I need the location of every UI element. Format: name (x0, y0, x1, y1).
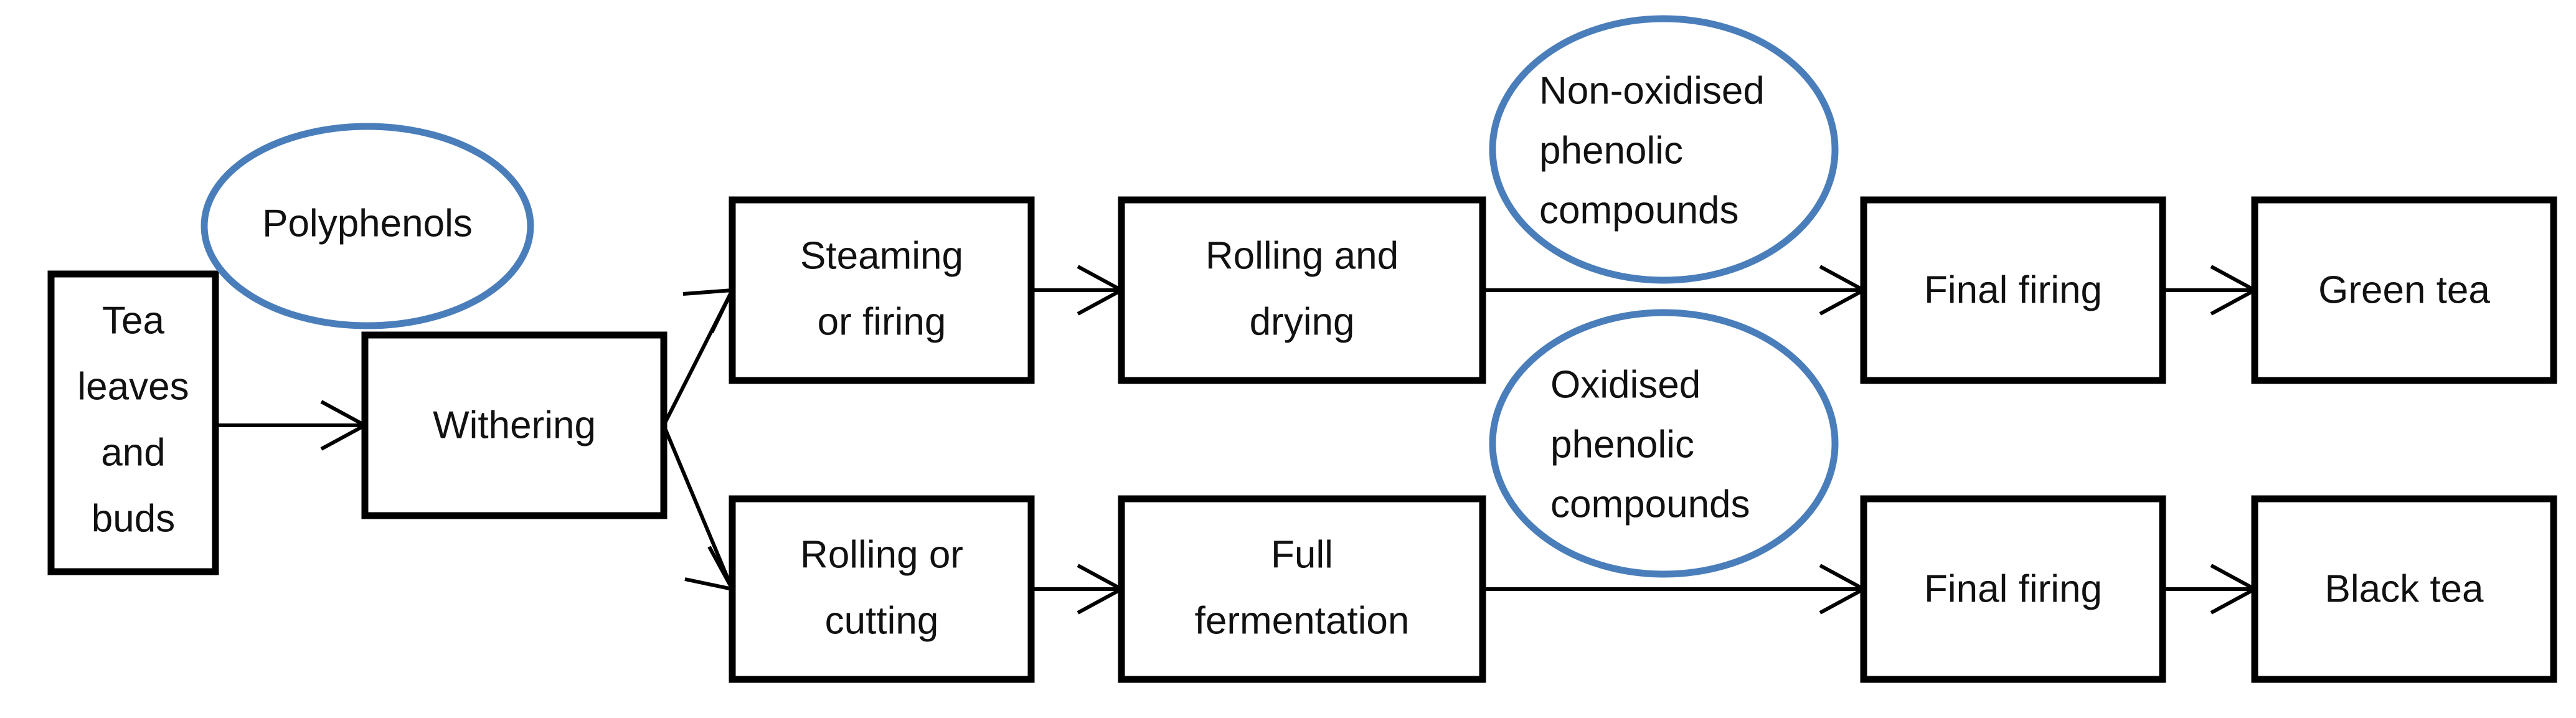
connector-final-firing-to-green-tea (2163, 265, 2259, 316)
connector-rolling-drying-to-final-firing (1483, 265, 1868, 316)
connector-final-firing-to-black-tea (2163, 564, 2259, 615)
node-rolling-and-drying[interactable]: Rolling and drying (1118, 196, 1486, 384)
node-label-line: Rolling and (1205, 234, 1399, 277)
connector-rolling-cutting-to-fermentation (1031, 564, 1126, 615)
node-label-line: and (101, 431, 165, 474)
node-final-firing-black[interactable]: Final firing (1860, 495, 2166, 683)
node-label-line: cutting (825, 599, 939, 642)
node-label-line: Non-oxidised (1539, 69, 1765, 112)
node-black-tea[interactable]: Black tea (2251, 495, 2557, 683)
node-label-line: Withering (433, 404, 596, 446)
connector-leaves-to-withering (215, 400, 369, 451)
node-steaming-or-firing[interactable]: Steaming or firing (729, 196, 1035, 384)
node-label-line: leaves (77, 365, 189, 408)
node-label-line: Final firing (1924, 268, 2102, 311)
node-label-line: phenolic (1539, 129, 1683, 172)
node-rolling-or-cutting[interactable]: Rolling or cutting (729, 495, 1035, 683)
node-label-line: buds (92, 497, 175, 540)
node-label-line: fermentation (1195, 599, 1410, 642)
node-label-line: Oxidised (1550, 363, 1701, 406)
node-label-line: Tea (102, 299, 164, 342)
node-oxidised-phenolic-compounds[interactable]: Oxidised phenolic compounds (1489, 309, 1839, 578)
node-final-firing-green[interactable]: Final firing (1860, 196, 2166, 384)
node-polyphenols[interactable]: Polyphenols (201, 123, 534, 329)
node-label-line: drying (1250, 300, 1355, 343)
node-green-tea[interactable]: Green tea (2251, 196, 2557, 384)
connector-withering-to-steaming (662, 288, 735, 427)
node-label-line: compounds (1539, 189, 1739, 232)
node-non-oxidised-phenolic-compounds[interactable]: Non-oxidised phenolic compounds (1489, 15, 1839, 284)
node-label-line: Polyphenols (262, 202, 473, 245)
node-label-line: compounds (1550, 483, 1750, 526)
node-label-line: Steaming (800, 234, 963, 277)
node-label-line: Black tea (2324, 567, 2484, 610)
connector-withering-to-rolling-cutting (662, 424, 736, 592)
node-tea-leaves-and-buds[interactable]: Tea leaves and buds (47, 270, 219, 575)
node-withering[interactable]: Withering (361, 331, 668, 519)
node-label-line: or firing (818, 300, 946, 343)
node-label-line: Rolling or (800, 533, 963, 576)
node-label-line: Green tea (2318, 268, 2490, 311)
node-label-line: phenolic (1550, 423, 1694, 466)
node-label-line: Full (1271, 533, 1333, 576)
node-full-fermentation[interactable]: Full fermentation (1118, 495, 1486, 683)
node-label-line: Final firing (1924, 567, 2102, 610)
connector-steaming-to-rolling-drying (1031, 265, 1126, 316)
